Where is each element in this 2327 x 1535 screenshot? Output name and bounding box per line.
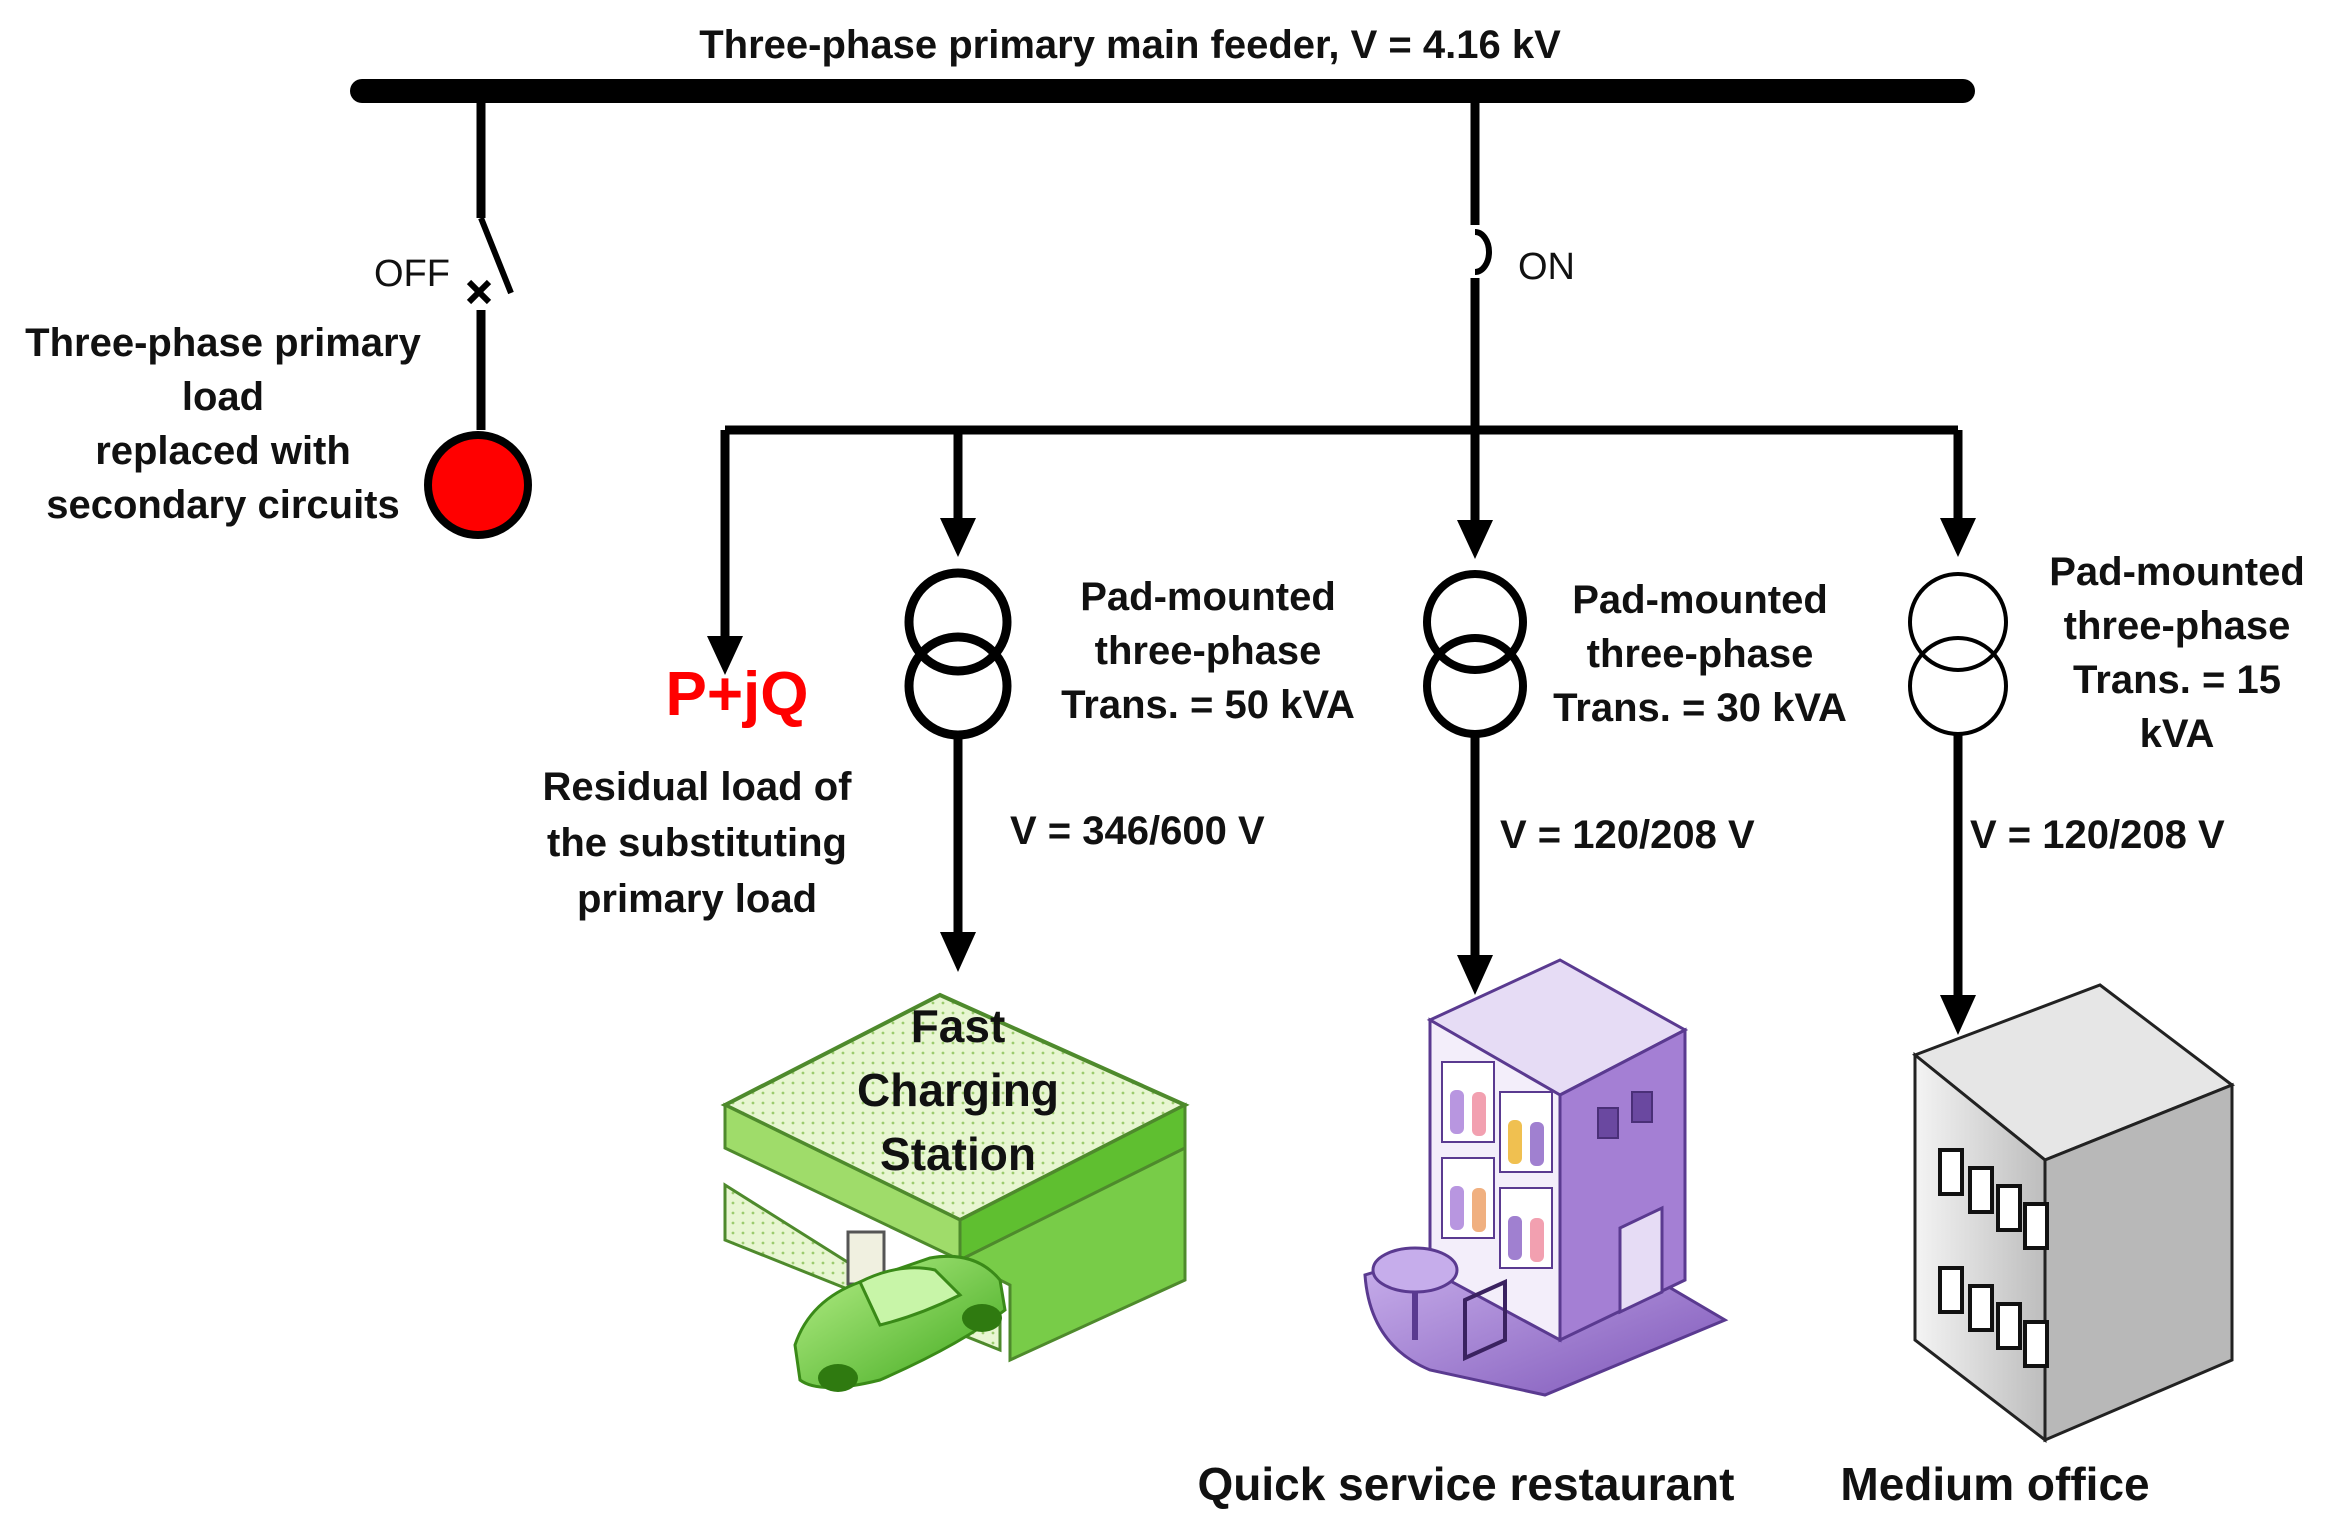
- pq-label: P+jQ: [665, 660, 808, 729]
- charging-station-icon: [720, 992, 1190, 1392]
- residual-load-label: Residual load of the substituting primar…: [543, 765, 853, 921]
- voltage-label-2: V = 120/208 V: [1500, 813, 1755, 857]
- svg-text:Trans. = 50 kVA: Trans. = 50 kVA: [1061, 683, 1355, 727]
- svg-text:the substituting: the substituting: [547, 821, 847, 865]
- voltage-label-1: V = 346/600 V: [1010, 809, 1265, 853]
- svg-text:Trans. = 30 kVA: Trans. = 30 kVA: [1553, 686, 1847, 730]
- svg-text:three-phase: three-phase: [1587, 632, 1814, 676]
- svg-text:Charging: Charging: [857, 1064, 1059, 1116]
- svg-text:Pad-mounted: Pad-mounted: [1572, 578, 1828, 622]
- off-switch-label: OFF: [374, 253, 450, 295]
- arrowheads: [707, 518, 1976, 675]
- feeder-label: Three-phase primary main feeder, V = 4.1…: [699, 23, 1561, 67]
- restaurant-label: Quick service restaurant: [1198, 1458, 1735, 1510]
- svg-text:Station: Station: [880, 1128, 1036, 1180]
- secondary-bus: [720, 425, 1963, 640]
- svg-text:Three-phase primary: Three-phase primary: [25, 321, 421, 365]
- transformer-30kva-icon: [1423, 570, 1527, 738]
- svg-text:Pad-mounted: Pad-mounted: [2049, 550, 2305, 594]
- transformer-15kva-label: Pad-mounted three-phase Trans. = 15 kVA: [2049, 550, 2305, 756]
- svg-text:primary load: primary load: [577, 877, 817, 921]
- svg-text:secondary circuits: secondary circuits: [46, 483, 400, 527]
- car-icon: [793, 1254, 1007, 1392]
- office-building-icon: [1912, 983, 2236, 1444]
- voltage-label-3: V = 120/208 V: [1970, 813, 2225, 857]
- on-switch-branch: [1470, 100, 1492, 430]
- off-switch-branch: [466, 100, 514, 430]
- svg-text:Pad-mounted: Pad-mounted: [1080, 575, 1336, 619]
- transformer-50kva-icon: [904, 568, 1012, 740]
- svg-text:three-phase: three-phase: [2064, 604, 2291, 648]
- svg-text:three-phase: three-phase: [1095, 629, 1322, 673]
- svg-text:kVA: kVA: [2140, 712, 2215, 756]
- svg-text:replaced with: replaced with: [95, 429, 351, 473]
- restaurant-building-icon: [1363, 958, 1729, 1397]
- svg-text:Residual load of: Residual load of: [543, 765, 853, 809]
- charging-station-label: Fast Charging Station: [857, 1000, 1059, 1180]
- red-load-circle-icon: [424, 431, 532, 539]
- svg-text:Fast: Fast: [911, 1000, 1006, 1052]
- open-switch-x-icon: [466, 279, 492, 305]
- transformer-50kva-label: Pad-mounted three-phase Trans. = 50 kVA: [1061, 575, 1355, 727]
- svg-text:Trans. = 15: Trans. = 15: [2073, 658, 2281, 702]
- svg-text:load: load: [182, 375, 264, 419]
- primary-load-label: Three-phase primary load replaced with s…: [25, 321, 421, 527]
- on-switch-label: ON: [1518, 246, 1575, 288]
- office-label: Medium office: [1840, 1458, 2149, 1510]
- transformer-30kva-label: Pad-mounted three-phase Trans. = 30 kVA: [1553, 578, 1847, 730]
- transformer-15kva-icon: [1908, 572, 2008, 736]
